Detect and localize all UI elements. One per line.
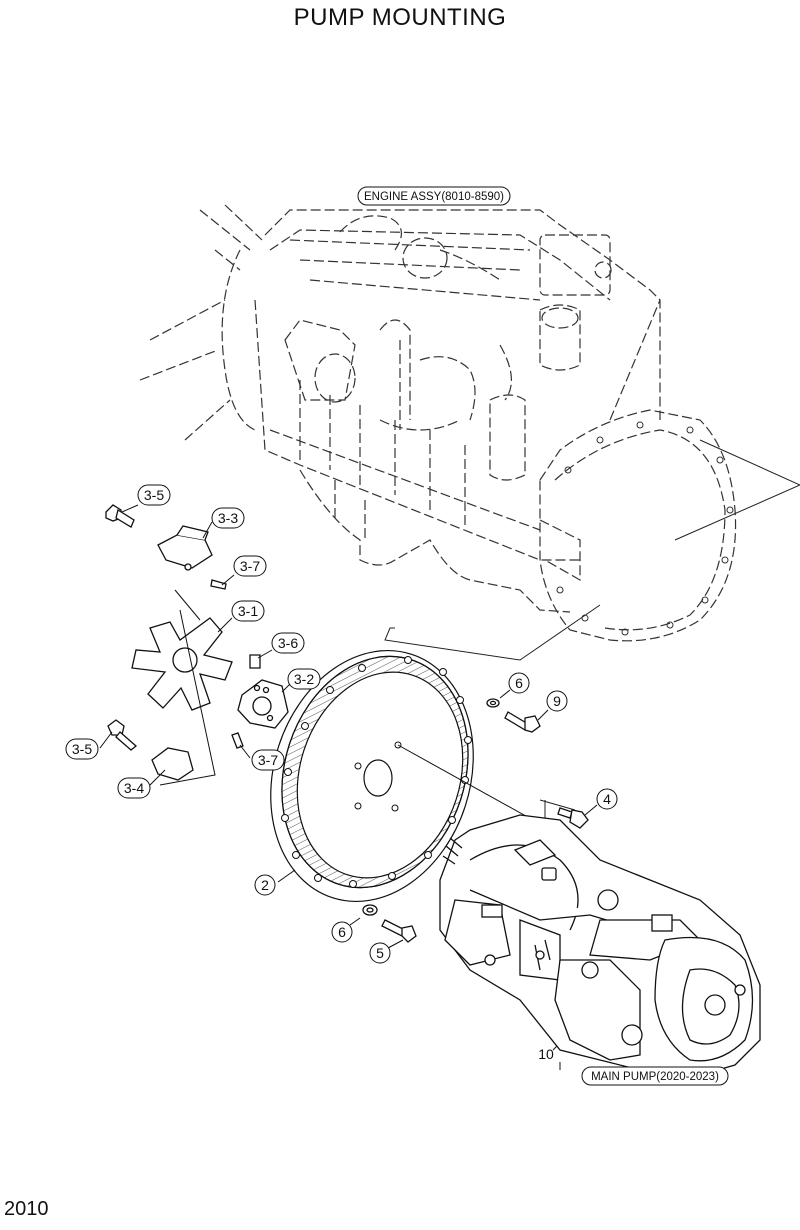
coupling-leader-lines — [99, 504, 291, 786]
main-pump-drawing — [439, 814, 761, 1076]
callout-5: 5 — [369, 942, 391, 964]
callout-3-4: 3-4 — [117, 777, 151, 799]
coupling-plate-drawing — [270, 649, 561, 903]
svg-text:6: 6 — [338, 924, 346, 940]
svg-text:3-3: 3-3 — [218, 510, 238, 526]
coupling-parts — [105, 504, 289, 781]
callout-4: 4 — [596, 788, 618, 810]
svg-text:3-4: 3-4 — [124, 780, 144, 796]
svg-text:3-2: 3-2 — [294, 671, 314, 687]
svg-text:3-5: 3-5 — [72, 741, 92, 757]
svg-text:2: 2 — [261, 877, 269, 893]
svg-text:MAIN PUMP(2020-2023): MAIN PUMP(2020-2023) — [591, 1071, 719, 1083]
svg-text:3-5: 3-5 — [144, 487, 164, 503]
page-number: 2010 — [4, 1198, 49, 1220]
callout-6-top: 6 — [508, 672, 530, 694]
fastener-drawings — [362, 698, 589, 943]
engine-assy-label: ENGINE ASSY(8010-8590) — [357, 186, 511, 206]
callout-3-3: 3-3 — [211, 507, 245, 529]
svg-text:3-7: 3-7 — [258, 752, 278, 768]
callout-2: 2 — [254, 874, 276, 896]
svg-text:ENGINE ASSY(8010-8590): ENGINE ASSY(8010-8590) — [364, 191, 504, 203]
reference-lines — [384, 439, 800, 820]
svg-text:3-7: 3-7 — [240, 558, 260, 574]
callout-6-bottom: 6 — [331, 921, 353, 943]
svg-text:4: 4 — [603, 791, 611, 807]
svg-text:3-6: 3-6 — [278, 635, 298, 651]
callout-9: 9 — [546, 690, 568, 712]
svg-text:3-1: 3-1 — [238, 603, 258, 619]
callout-3-1: 3-1 — [231, 600, 265, 622]
callout-3-6: 3-6 — [271, 632, 305, 654]
flywheel-housing-bolt-holes — [556, 421, 734, 636]
callout-3-7-top: 3-7 — [233, 555, 267, 577]
callout-3-7-bottom: 3-7 — [251, 749, 285, 771]
callout-3-2: 3-2 — [287, 668, 321, 690]
main-pump-label: MAIN PUMP(2020-2023) — [581, 1066, 729, 1086]
svg-text:5: 5 — [376, 945, 384, 961]
engine-assembly-drawing — [139, 204, 737, 642]
callout-10: 10 — [538, 1046, 554, 1062]
page-title: PUMP MOUNTING — [293, 4, 507, 31]
callout-3-5-top: 3-5 — [137, 484, 171, 506]
callout-3-5-bottom: 3-5 — [65, 738, 99, 760]
svg-text:6: 6 — [515, 675, 523, 691]
svg-text:9: 9 — [553, 693, 561, 709]
svg-text:10: 10 — [538, 1046, 554, 1062]
